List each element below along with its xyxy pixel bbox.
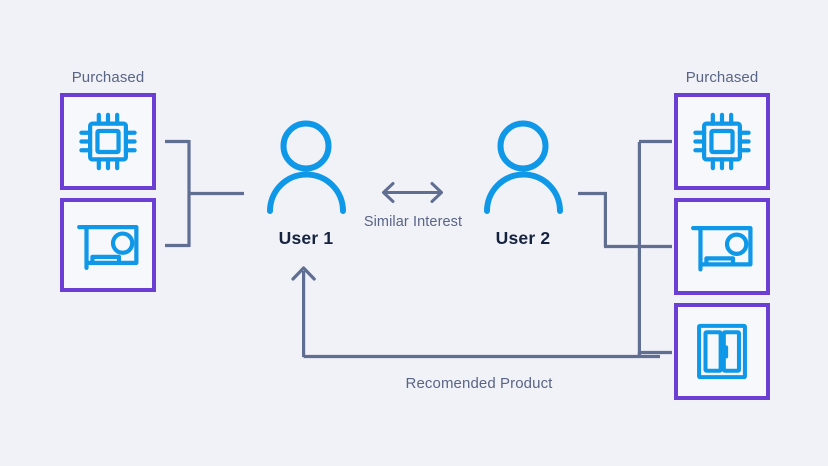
recommended-product-label: Recomended Product [405, 375, 553, 392]
similar-interest-label: Similar Interest [363, 214, 463, 230]
cpu-chip-icon [79, 112, 137, 171]
user-2-label: User 2 [495, 228, 551, 248]
right-product-box-cpu[interactable] [674, 93, 770, 190]
left-purchased-label: Purchased [71, 69, 145, 86]
cpu-chip-icon [693, 112, 751, 171]
right-purchased-label: Purchased [685, 69, 759, 86]
right-bus-connector [637, 139, 672, 355]
up-arrow-icon [291, 266, 316, 281]
cabinet-doors-icon [697, 323, 747, 380]
graphics-card-icon [77, 225, 139, 270]
right-product-box-cabinet[interactable] [674, 303, 770, 400]
recommended-product-connector [302, 271, 660, 359]
graphics-card-icon [691, 226, 753, 272]
user-1-label: User 1 [278, 228, 334, 248]
user-avatar-icon [267, 120, 346, 214]
double-arrow-icon [382, 182, 443, 203]
user-avatar-icon [484, 120, 563, 214]
left-product-box-graphics-card[interactable] [60, 198, 156, 292]
left-bracket-connector [165, 139, 244, 248]
left-product-box-cpu[interactable] [60, 93, 156, 190]
right-product-box-graphics-card[interactable] [674, 198, 770, 295]
right-user-connector [578, 191, 641, 249]
